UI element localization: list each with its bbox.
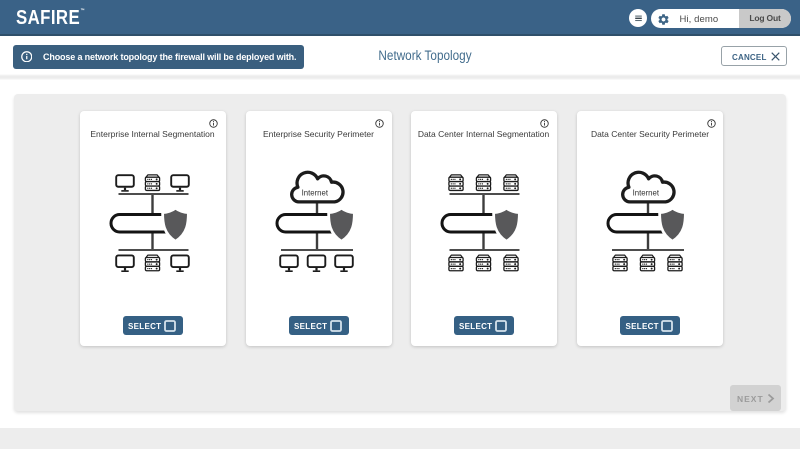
svg-text:Internet: Internet — [301, 188, 328, 197]
svg-text:Internet: Internet — [633, 188, 660, 197]
